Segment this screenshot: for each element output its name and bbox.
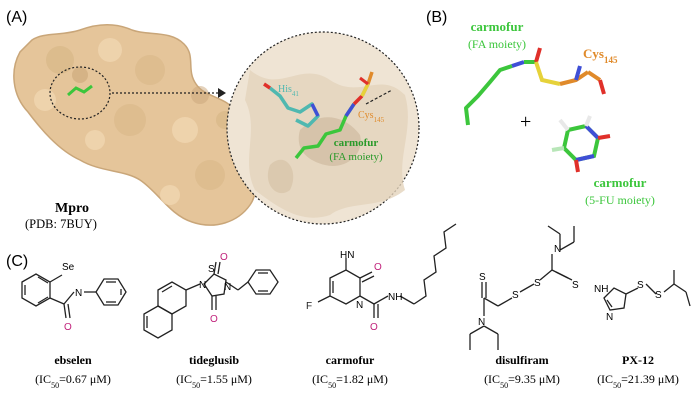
disulfiram-structure — [469, 225, 575, 350]
carmofur-nh-top-atom: HN — [340, 250, 354, 261]
ebselen-n-atom: N — [75, 288, 82, 299]
ebselen-o-atom: O — [64, 322, 72, 333]
panel-b-label: (B) — [426, 9, 447, 26]
compound-1-name: tideglusib — [189, 353, 239, 367]
compound-2-name: carmofur — [326, 353, 375, 367]
fu-name: carmofur — [594, 175, 647, 190]
his41-residue — [263, 82, 320, 128]
disulfiram-s3-atom: S — [534, 278, 541, 289]
pdb-id: (PDB: 7BUY) — [25, 217, 97, 231]
compound-4-name: PX-12 — [622, 353, 654, 367]
zoom-carmofur-ligand — [294, 71, 393, 160]
fa-moiety-sticks — [464, 47, 606, 126]
tideglusib-n2-atom: N — [224, 282, 231, 293]
panel-a-label: (A) — [6, 9, 27, 26]
compound-0-ic50: (IC50=0.67 μM) — [35, 372, 111, 390]
carmofur-o1-atom: O — [374, 262, 382, 273]
compound-4-ic50: (IC50=21.39 μM) — [597, 372, 679, 390]
fu-moiety-sticks — [551, 115, 611, 173]
compound-2-ic50: (IC50=1.82 μM) — [312, 372, 388, 390]
carmofur-structure — [317, 223, 457, 318]
tideglusib-o1-atom: O — [220, 252, 228, 263]
fa-moiety: (FA moiety) — [468, 37, 526, 51]
fu-moiety: (5-FU moiety) — [585, 193, 655, 207]
disulfiram-s4-atom: S — [572, 280, 579, 291]
carmofur-o2-atom: O — [370, 322, 378, 333]
ebselen-structure — [21, 273, 127, 319]
active-site-zoom — [226, 31, 420, 225]
tideglusib-n1-atom: N — [199, 280, 206, 291]
plus-sign: + — [520, 111, 531, 133]
px12-n-atom: N — [606, 312, 613, 323]
compound-0-name: ebselen — [54, 353, 92, 367]
protein-name: Mpro — [55, 201, 89, 216]
disulfiram-s2-atom: S — [512, 290, 519, 301]
ebselen-se-atom: Se — [62, 262, 75, 273]
px12-structure — [603, 270, 691, 311]
disulfiram-s1-atom: S — [479, 272, 486, 283]
b-cys-label: Cys145 — [583, 46, 618, 65]
compound-1-ic50: (IC50=1.55 μM) — [176, 372, 252, 390]
px12-nh-atom: NH — [594, 284, 608, 295]
px12-s1-atom: S — [637, 280, 644, 291]
carmofur-amide-n-atom: NH — [388, 292, 402, 303]
active-site-marker — [49, 66, 111, 120]
zoom-ligand-name: carmofur — [334, 137, 379, 149]
compound-3-name: disulfiram — [495, 353, 548, 367]
compound-3-ic50: (IC50=9.35 μM) — [484, 372, 560, 390]
mpro-protein-surface — [13, 24, 256, 226]
ligand-small-icon — [67, 84, 93, 97]
zoom-arrow-head — [218, 88, 226, 98]
zoom-cys-label: Cys145 — [358, 110, 385, 124]
tideglusib-o2-atom: O — [210, 314, 218, 325]
tideglusib-structure — [143, 261, 279, 339]
carmofur-f-atom: F — [306, 301, 312, 312]
tideglusib-s-atom: S — [208, 264, 215, 275]
zoom-ligand-moiety: (FA moiety) — [329, 151, 383, 163]
carmofur-n-atom: N — [356, 300, 363, 311]
his-label: His41 — [278, 84, 299, 98]
fa-name: carmofur — [471, 19, 524, 34]
px12-s2-atom: S — [655, 290, 662, 301]
disulfiram-n1-atom: N — [478, 317, 485, 328]
disulfiram-n2-atom: N — [554, 244, 561, 255]
panel-c-label: (C) — [6, 253, 28, 270]
